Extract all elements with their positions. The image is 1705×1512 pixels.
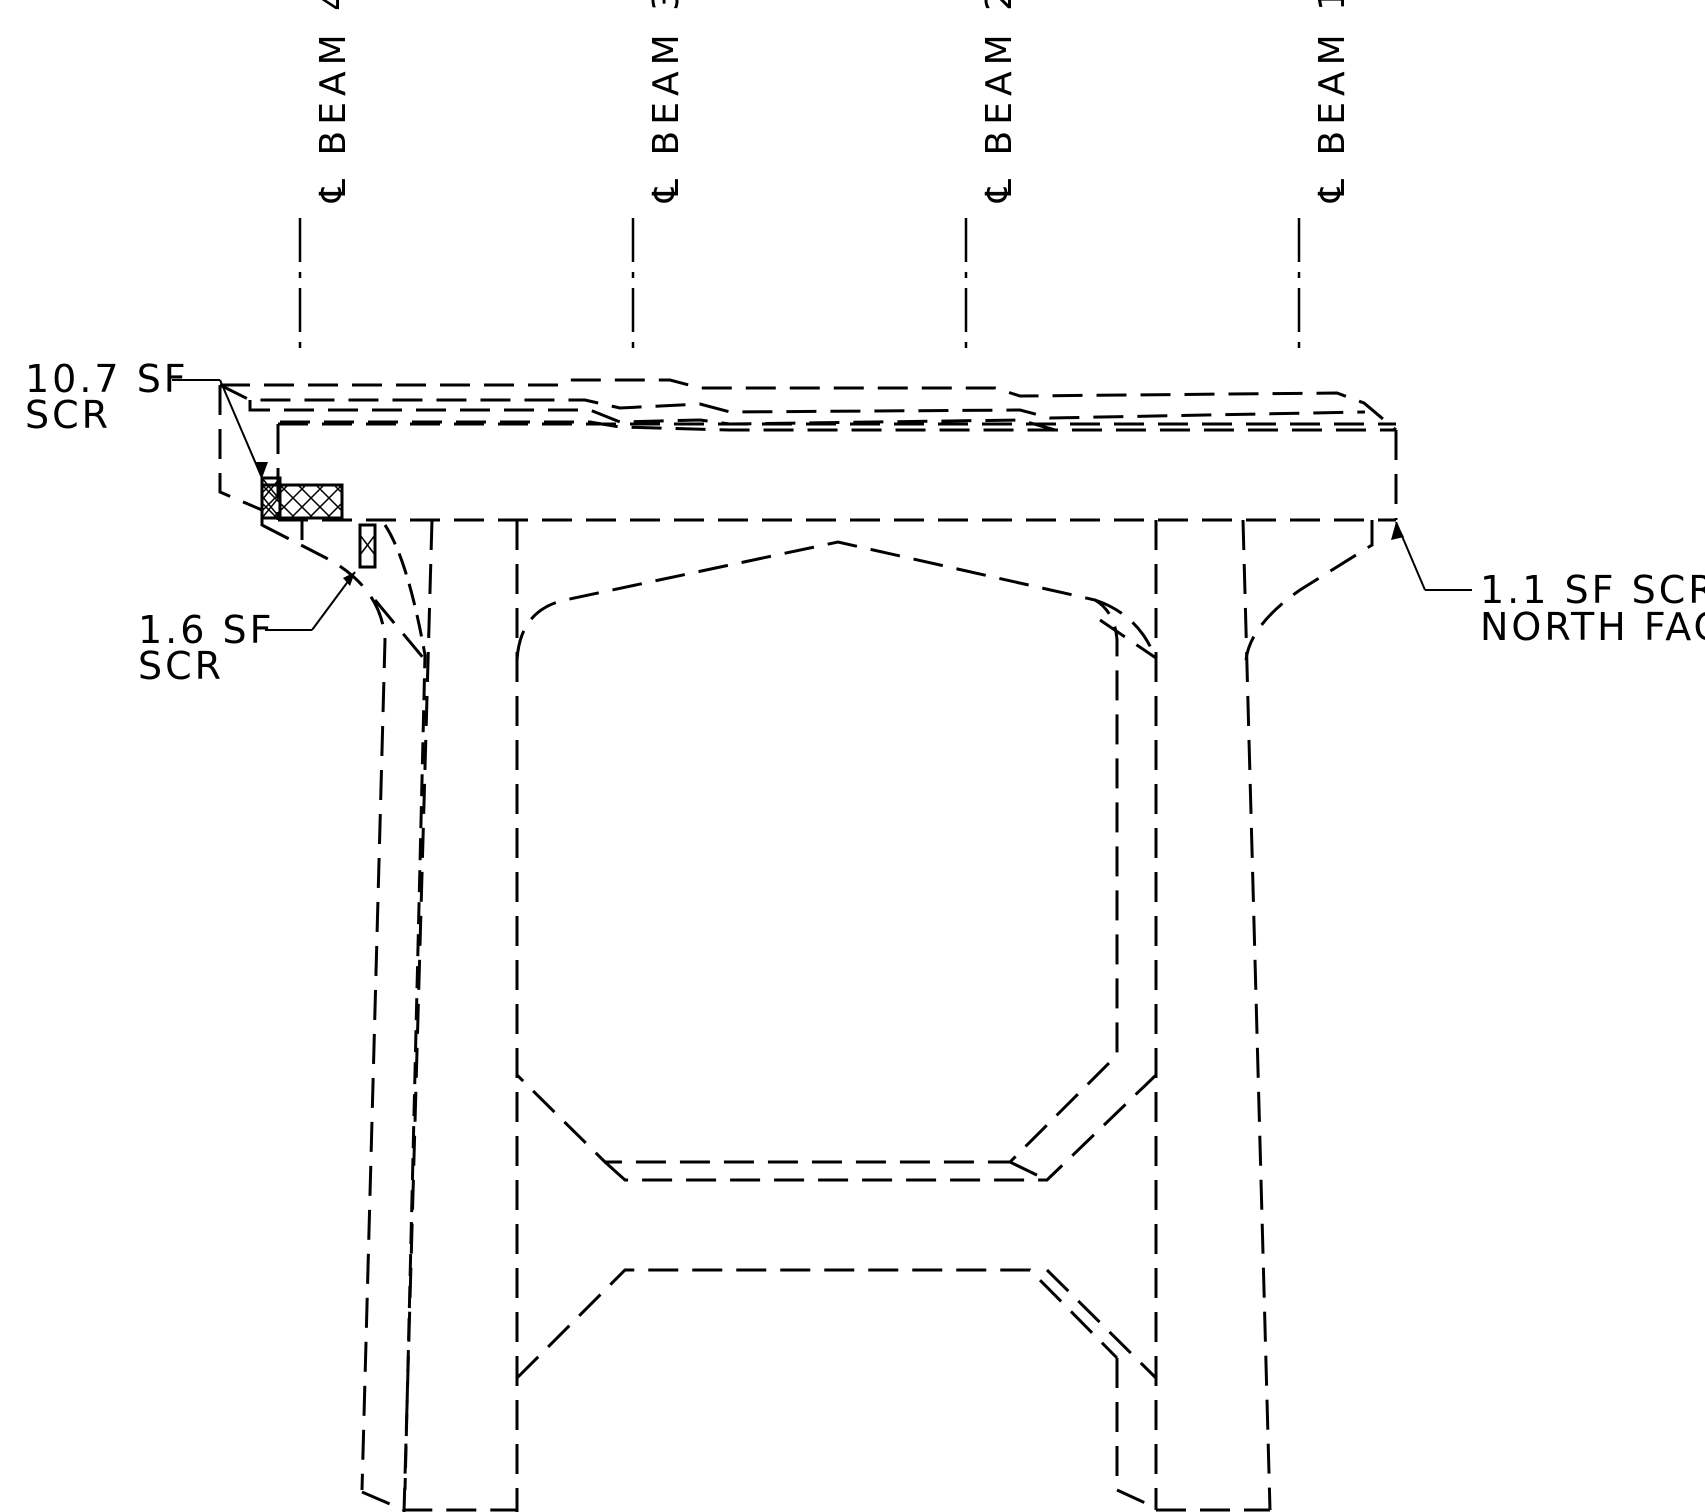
pier-cap — [276, 424, 1396, 522]
callout-1-6-sf: 1.6 SF SCR — [138, 571, 356, 688]
upper-opening — [515, 540, 1158, 1182]
callout-10-7-sf: 10.7 SF SCR — [25, 357, 268, 479]
left-column — [261, 519, 519, 1512]
lower-opening — [515, 1268, 1158, 1380]
beam-3-centerline: ℄ BEAM 3 — [631, 0, 687, 358]
callout-10-7-line1: 10.7 SF — [25, 357, 189, 401]
deck-outline — [218, 378, 1398, 520]
spall-area-lower-left — [358, 523, 377, 569]
beam-4-centerline: ℄ BEAM 4 — [298, 0, 354, 358]
callout-1-1-line1: 1.1 SF SCR — [1480, 568, 1705, 612]
beam-3-label: ℄ BEAM 3 — [646, 0, 687, 203]
callout-1-6-line2: SCR — [138, 644, 224, 688]
callout-1-1-line2: NORTH FACE — [1480, 605, 1705, 649]
callout-1-6-line1: 1.6 SF — [138, 608, 275, 652]
right-column — [1115, 519, 1374, 1512]
callout-1-1-sf: 1.1 SF SCR NORTH FACE — [1391, 521, 1705, 649]
beam-4-label: ℄ BEAM 4 — [313, 0, 354, 203]
callout-10-7-line2: SCR — [25, 393, 111, 437]
beam-1-label: ℄ BEAM 1 — [1312, 0, 1353, 203]
beam-2-label: ℄ BEAM 2 — [979, 0, 1020, 203]
beam-1-centerline: ℄ BEAM 1 — [1297, 0, 1353, 358]
spall-area-top-left — [260, 476, 344, 540]
beam-2-centerline: ℄ BEAM 2 — [964, 0, 1020, 358]
